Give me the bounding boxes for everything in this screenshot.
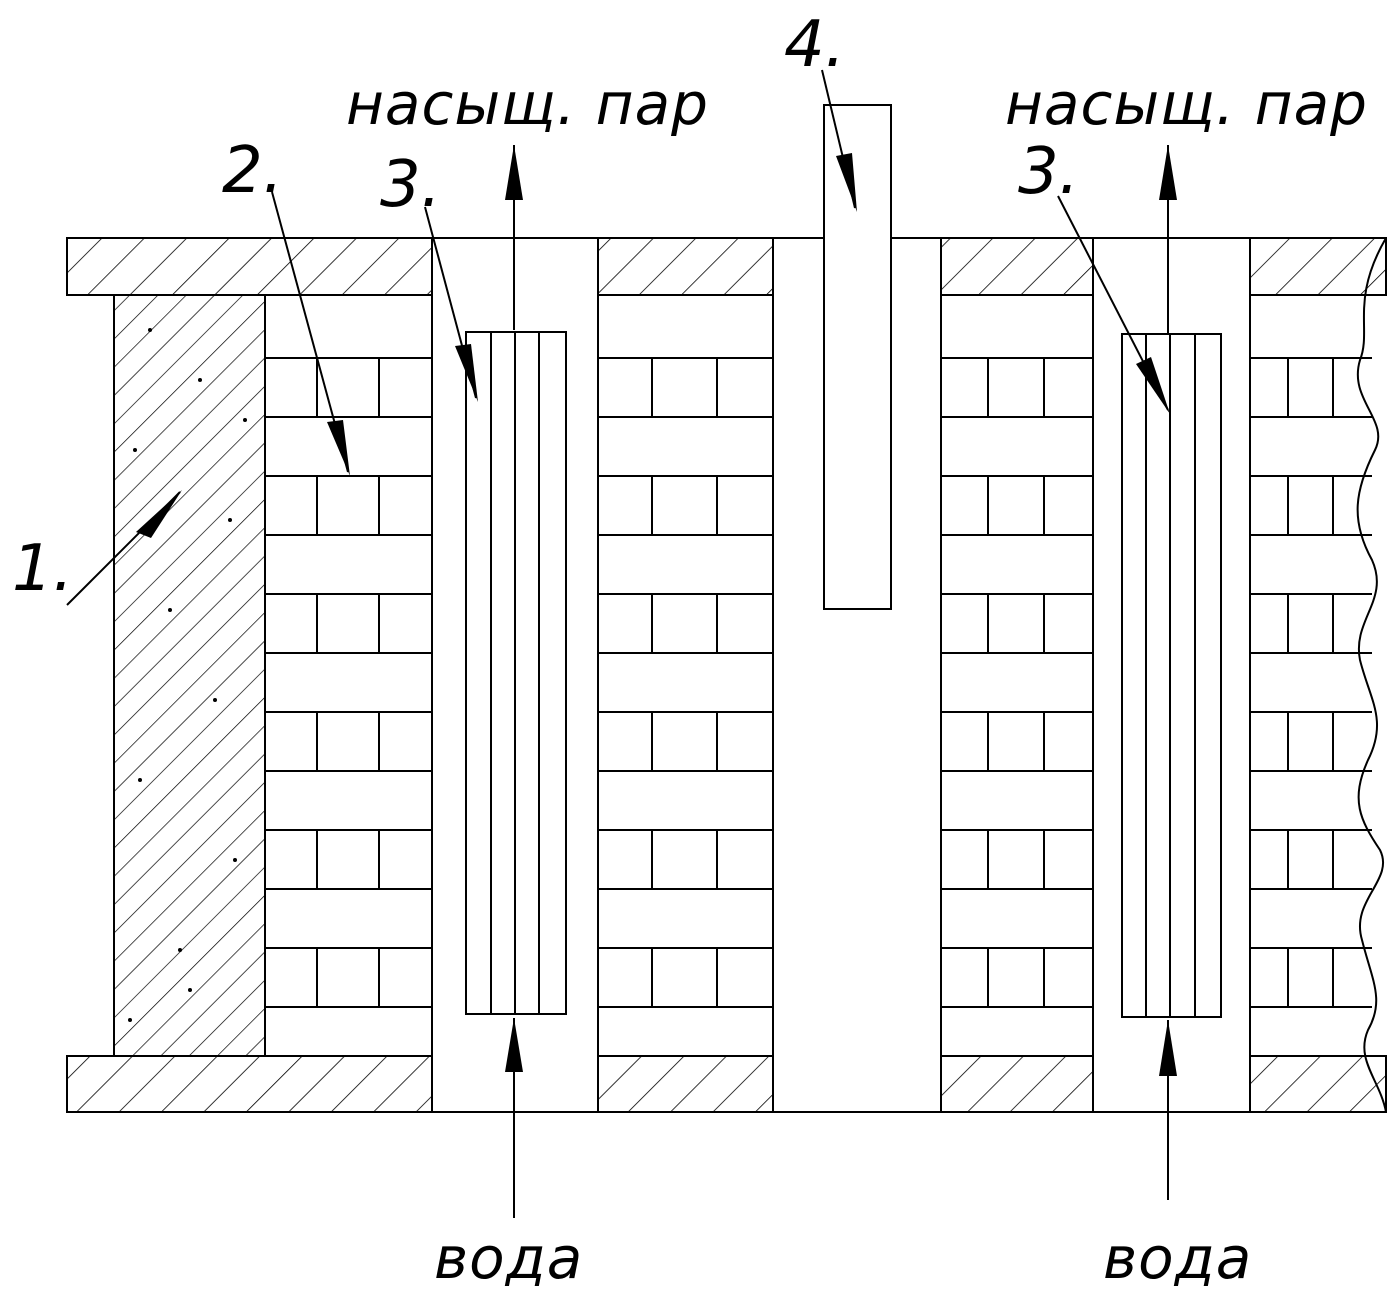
label-3-right: 3. — [1018, 135, 1079, 209]
flow-arrows — [505, 145, 1177, 1218]
label-water-left: вода — [434, 1224, 583, 1292]
label-water-right: вода — [1103, 1224, 1252, 1292]
label-1: 1. — [12, 532, 73, 606]
break-line — [1356, 237, 1387, 1113]
top-plate — [66, 237, 1387, 296]
bottom-plate — [66, 1055, 1387, 1113]
label-4: 4. — [784, 8, 845, 82]
label-3-left: 3. — [380, 148, 441, 222]
insulation-wall — [113, 294, 266, 1057]
label-steam-right: насыщ. пар — [1005, 70, 1368, 138]
brick-masonry — [265, 357, 1372, 1008]
tube-bundle-right — [1121, 333, 1222, 1018]
central-rod — [823, 104, 892, 610]
label-steam-left: насыщ. пар — [346, 70, 709, 138]
label-2: 2. — [222, 134, 283, 208]
channel-walls — [431, 238, 1251, 1112]
tube-bundle-left — [465, 331, 567, 1015]
leader-lines — [66, 69, 1170, 606]
